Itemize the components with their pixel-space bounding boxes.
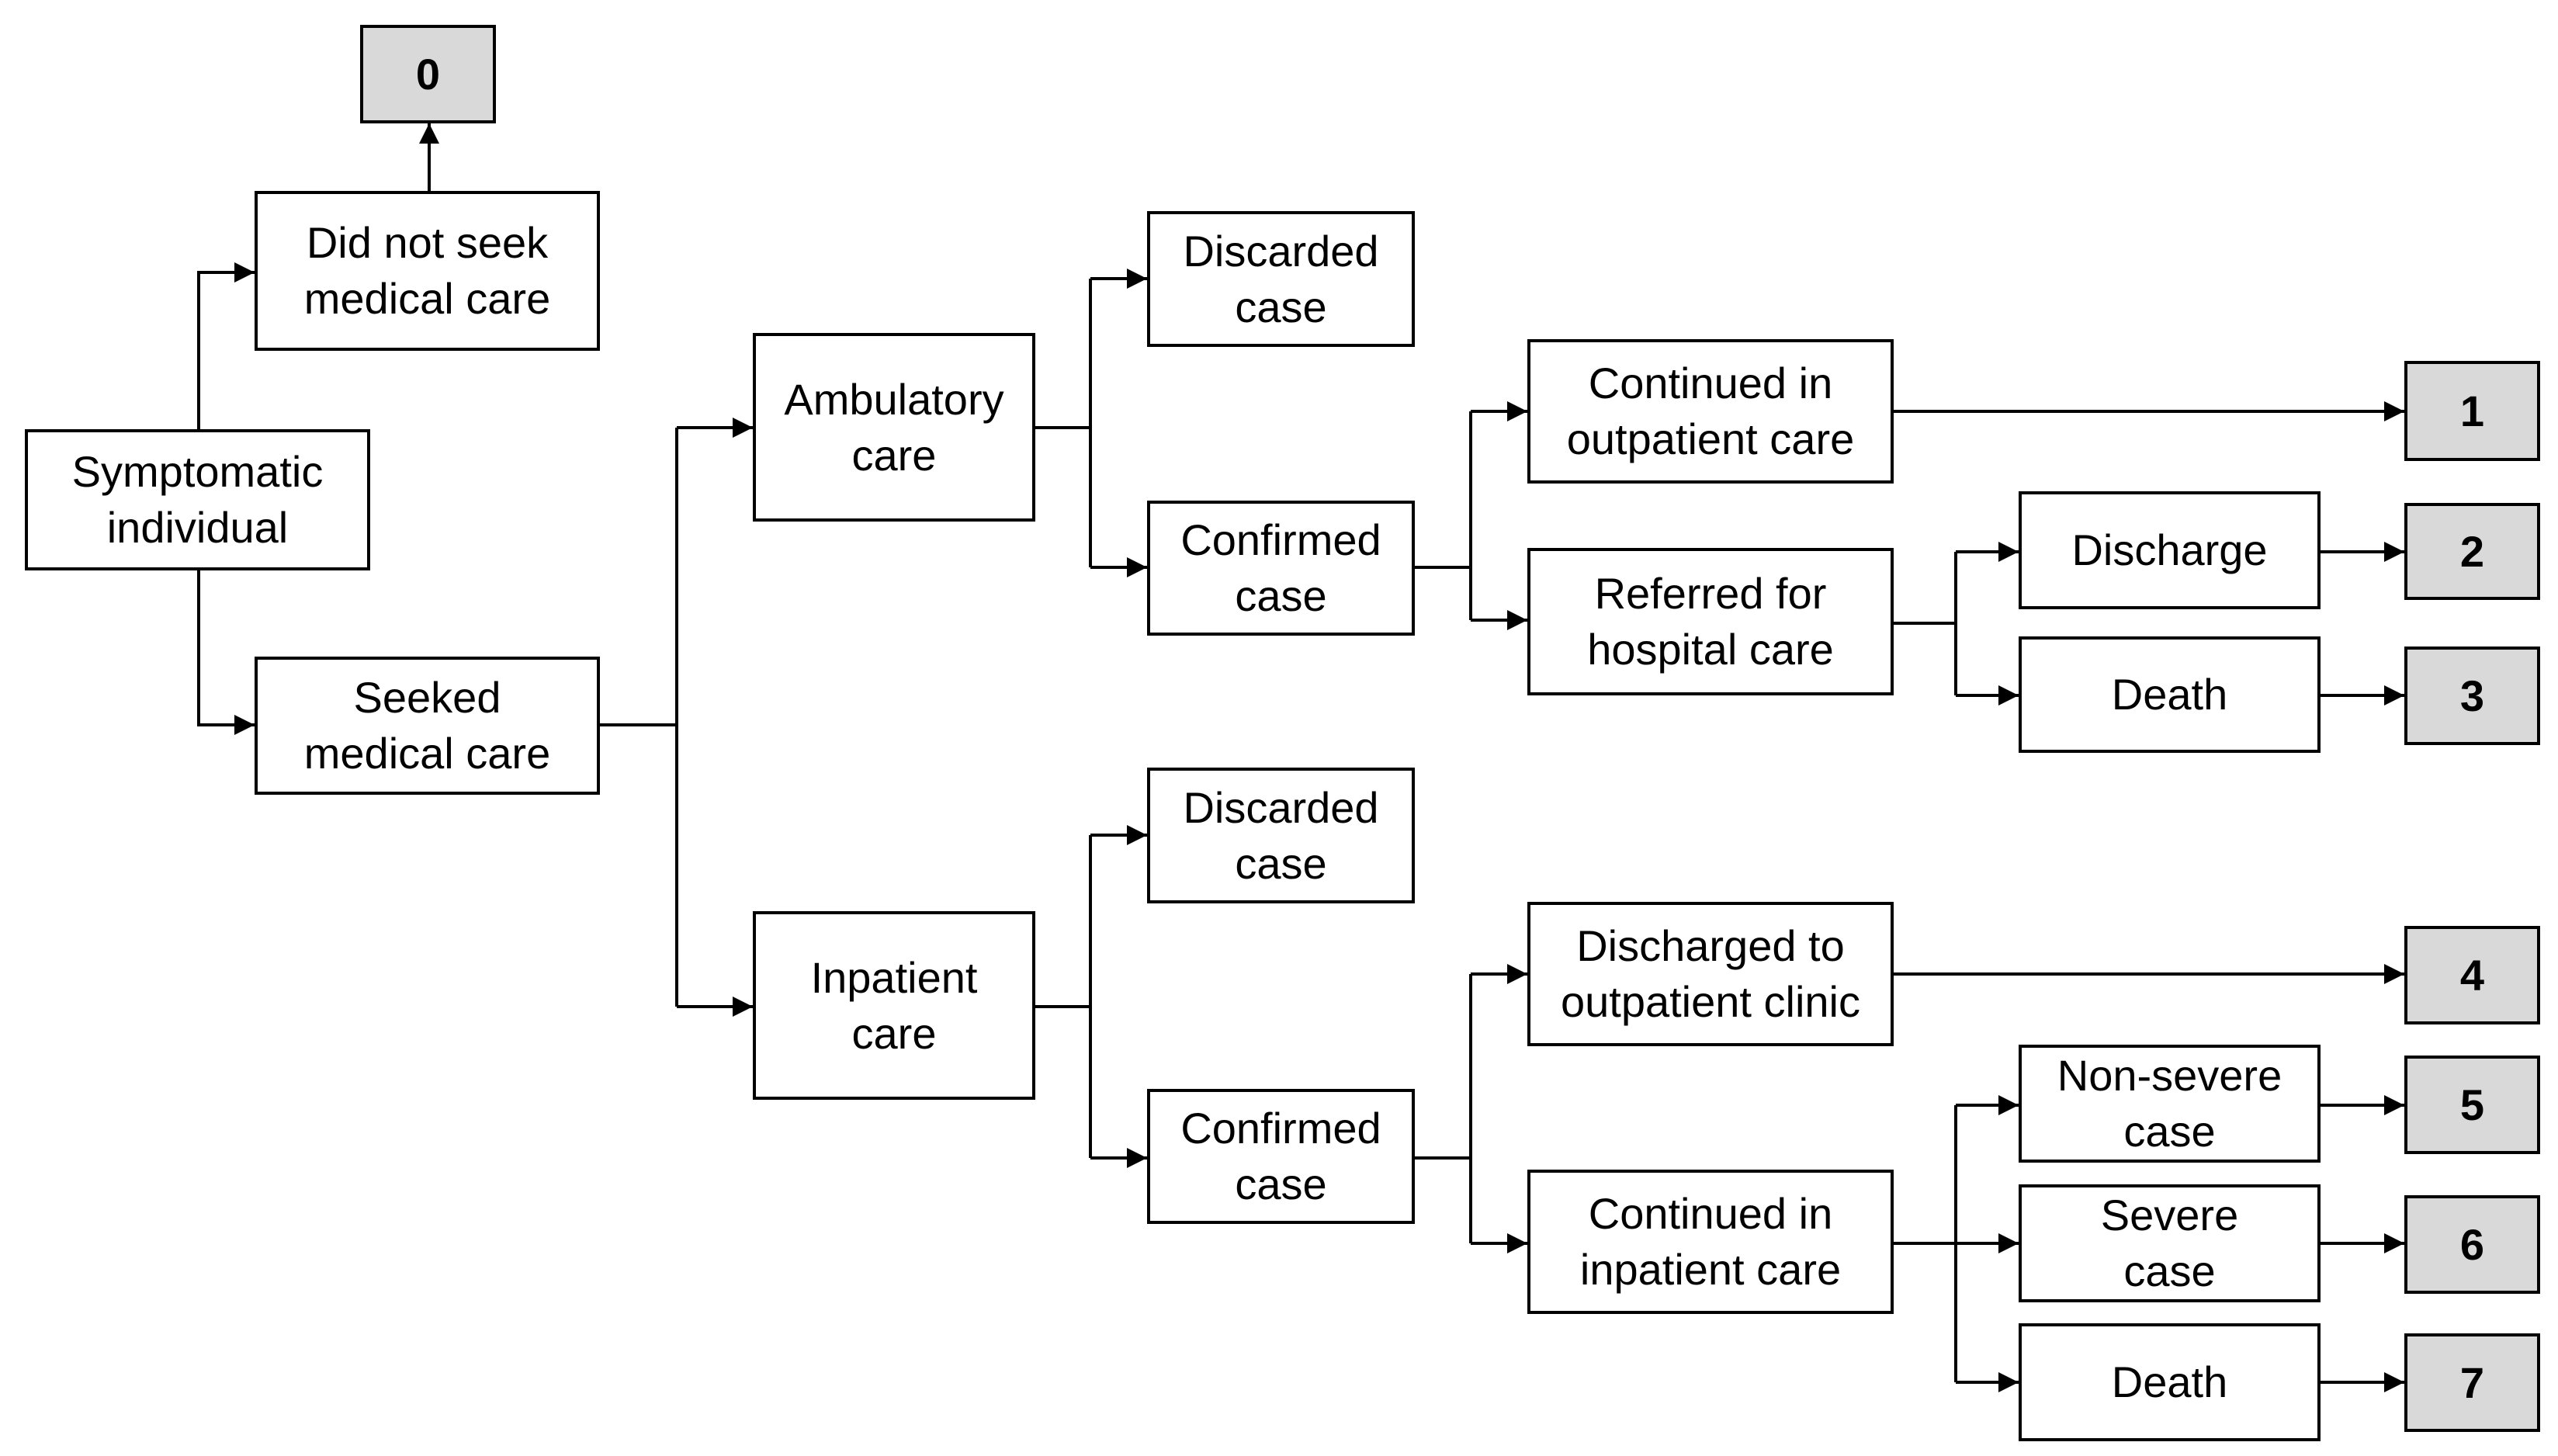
- outcome-box-2: 2: [2404, 503, 2540, 600]
- node-discharge: Discharge: [2019, 491, 2321, 609]
- node-referred-hospital-care: Referred for hospital care: [1527, 548, 1894, 695]
- node-seeked-care: Seeked medical care: [255, 657, 600, 795]
- node-confirmed-case-inpatient: Confirmed case: [1147, 1089, 1415, 1224]
- outcome-box-6: 6: [2404, 1195, 2540, 1294]
- outcome-box-5: 5: [2404, 1056, 2540, 1154]
- outcome-box-3: 3: [2404, 647, 2540, 745]
- node-continued-outpatient-care: Continued in outpatient care: [1527, 339, 1894, 484]
- arrow-symptomatic-to-seeked: [197, 570, 255, 735]
- arrow-symptomatic-to-did-not-seek: [197, 262, 255, 429]
- outcome-box-1: 1: [2404, 361, 2540, 461]
- outcome-box-0: 0: [360, 25, 496, 123]
- node-symptomatic-individual: Symptomatic individual: [25, 429, 370, 570]
- node-severe-case: Severe case: [2019, 1184, 2321, 1302]
- node-death-inpatient: Death: [2019, 1323, 2321, 1441]
- outcome-box-4: 4: [2404, 926, 2540, 1024]
- node-death-ambulatory: Death: [2019, 636, 2321, 753]
- node-did-not-seek-care: Did not seek medical care: [255, 191, 600, 351]
- node-ambulatory-care: Ambulatory care: [753, 333, 1035, 522]
- node-discarded-case-ambulatory: Discarded case: [1147, 211, 1415, 347]
- node-inpatient-care: Inpatient care: [753, 911, 1035, 1100]
- outcome-box-7: 7: [2404, 1333, 2540, 1432]
- node-non-severe-case: Non-severe case: [2019, 1045, 2321, 1163]
- node-discarded-case-inpatient: Discarded case: [1147, 768, 1415, 903]
- node-discharged-outpatient-clinic: Discharged to outpatient clinic: [1527, 902, 1894, 1046]
- node-confirmed-case-ambulatory: Confirmed case: [1147, 501, 1415, 636]
- node-continued-inpatient-care: Continued in inpatient care: [1527, 1170, 1894, 1314]
